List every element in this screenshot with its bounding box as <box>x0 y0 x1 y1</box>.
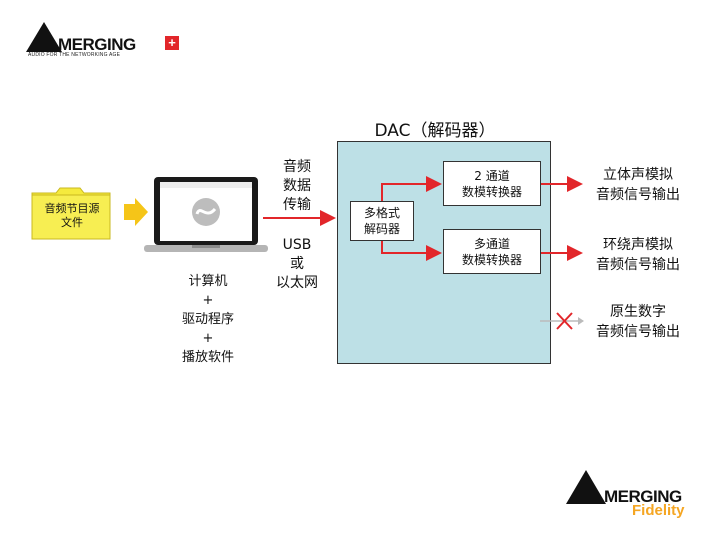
surround-output-line-1: 环绕声模拟 <box>603 237 673 253</box>
multiformat-decoder-box: 多格式 解码器 <box>350 201 414 241</box>
merging-triangle-icon <box>566 470 606 504</box>
transport-interface-label: USB 或 以太网 <box>268 236 326 293</box>
decoder-line-1: 多格式 <box>363 206 400 220</box>
logo-wordmark: MERGING <box>58 35 136 54</box>
logo-tagline: AUDIO FOR THE NETWORKING AGE <box>28 52 121 58</box>
native-output-line-1: 原生数字 <box>610 304 666 320</box>
disabled-x-icon <box>556 312 573 330</box>
dac-title: DAC（解码器） <box>374 121 496 141</box>
stereo-dac-line-2: 数模转换器 <box>461 184 522 199</box>
source-line-2: 文件 <box>61 216 83 229</box>
multi-dac-line-1: 多通道 <box>473 236 510 251</box>
computer-plus-1: + <box>202 293 214 308</box>
transport-line-1: 音频 <box>283 159 311 175</box>
multichannel-dac-box: 多通道 数模转换器 <box>443 229 541 274</box>
transport-line-2: 数据 <box>283 178 311 194</box>
merging-triangle-icon <box>26 22 62 52</box>
transport-or: 或 <box>290 256 304 272</box>
logo-plus-badge: + <box>165 36 179 50</box>
computer-line-3: 播放软件 <box>181 350 234 365</box>
decoder-line-2: 解码器 <box>363 222 400 236</box>
computer-plus-2: + <box>202 331 214 346</box>
computer-line-2: 驱动程序 <box>181 312 234 327</box>
stereo-output-label: 立体声模拟 音频信号输出 <box>584 165 692 205</box>
native-output-label: 原生数字 音频信号输出 <box>584 302 692 342</box>
source-file-label: 音频节目源 文件 <box>34 202 110 230</box>
transport-line-3: 传输 <box>283 197 311 213</box>
merging-logo-top: MERGING AUDIO FOR THE NETWORKING AGE + <box>24 20 179 60</box>
stereo-dac-box: 2 通道 数模转换器 <box>443 161 541 206</box>
surround-output-line-2: 音频信号输出 <box>596 257 680 273</box>
merging-fidelity-logo: MERGING Fidelity <box>564 464 704 524</box>
computer-label: 计算机 + 驱动程序 + 播放软件 <box>168 272 248 367</box>
transport-data-label: 音频 数据 传输 <box>274 158 320 215</box>
folder-icon <box>31 187 111 240</box>
logo-fidelity: Fidelity <box>632 502 685 519</box>
stereo-dac-line-1: 2 通道 <box>474 168 510 183</box>
multi-dac-line-2: 数模转换器 <box>461 252 522 267</box>
laptop-icon <box>144 177 268 252</box>
logo-wordmark-bottom: MERGING <box>604 487 682 506</box>
native-output-line-2: 音频信号输出 <box>596 324 680 340</box>
surround-output-label: 环绕声模拟 音频信号输出 <box>584 235 692 275</box>
transport-ethernet: 以太网 <box>276 275 318 291</box>
computer-line-1: 计算机 <box>188 274 228 289</box>
stereo-output-line-2: 音频信号输出 <box>596 187 680 203</box>
source-line-1: 音频节目源 <box>44 202 100 215</box>
stereo-output-line-1: 立体声模拟 <box>603 167 673 183</box>
transport-usb: USB <box>282 237 312 253</box>
